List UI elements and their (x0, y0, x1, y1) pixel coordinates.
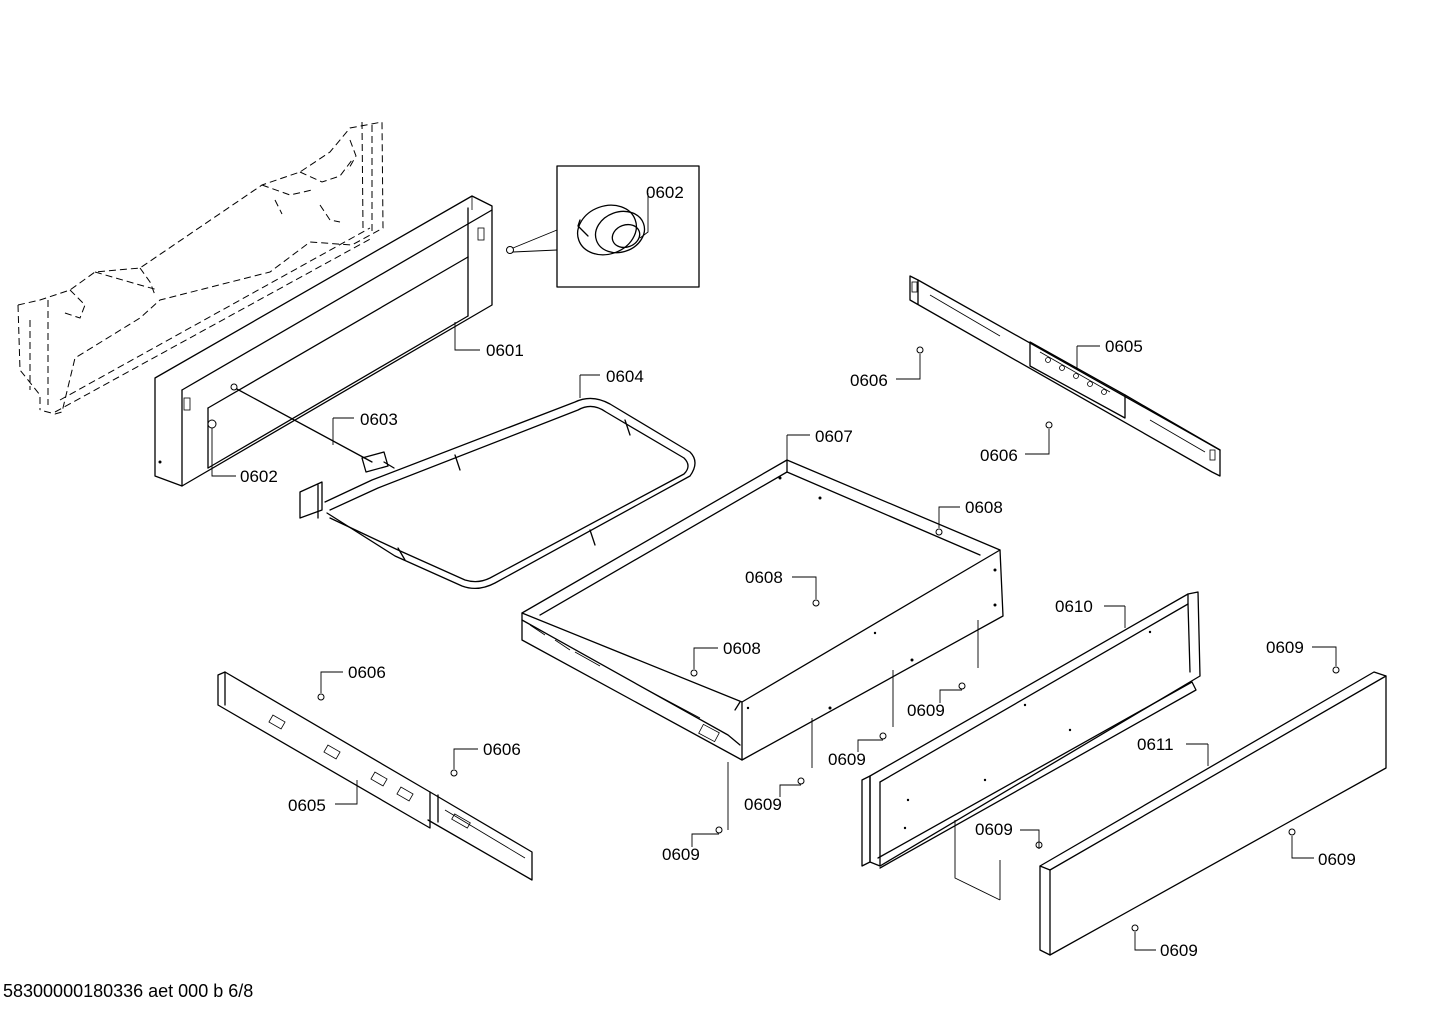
label-0609-c: 0609 (744, 795, 782, 814)
screw-0608-c (690, 669, 698, 677)
left-telescopic-rail (217, 671, 533, 881)
screw-0609-d (715, 826, 723, 834)
leader-lines (211, 193, 1337, 951)
screw-0609-e (1332, 666, 1340, 674)
label-0606-left-a: 0606 (348, 663, 386, 682)
label-0608-c: 0608 (723, 639, 761, 658)
knob-detail-box (556, 165, 700, 288)
screw-0608-a (935, 528, 943, 536)
label-0609-b: 0609 (828, 750, 866, 769)
sensor-rod-part (230, 383, 395, 473)
screw-0609-c (797, 777, 805, 785)
screw-0609-a (958, 682, 966, 690)
frame-screw (207, 419, 217, 429)
part-labels: 0602 0601 0603 0602 0604 0605 0606 0606 … (240, 183, 1356, 960)
knob-screw-detail-leader (506, 229, 558, 254)
screw-0606-left-b (450, 769, 458, 777)
screw-0606-right-a (916, 346, 924, 354)
screw-0606-right-b (1045, 421, 1053, 429)
label-0605-right: 0605 (1105, 337, 1143, 356)
screw-0606-left-a (317, 693, 325, 701)
screw-0609-g (1288, 828, 1296, 836)
label-0608-a: 0608 (965, 498, 1003, 517)
front-panel-part (1039, 671, 1387, 956)
right-telescopic-rail (909, 275, 1221, 477)
label-0609-a: 0609 (907, 701, 945, 720)
screw-0609-h (1131, 924, 1139, 932)
trim-panel-part (861, 591, 1201, 901)
label-0609-d: 0609 (662, 845, 700, 864)
label-0607: 0607 (815, 427, 853, 446)
label-0609-e: 0609 (1266, 638, 1304, 657)
label-0609-h: 0609 (1160, 941, 1198, 960)
drawing-footer-id: 58300000180336 aet 000 b 6/8 (3, 981, 254, 1001)
screw-0609-b (879, 732, 887, 740)
label-0605-left: 0605 (288, 796, 326, 815)
label-0609-g: 0609 (1318, 850, 1356, 869)
label-0602-frame: 0602 (240, 467, 278, 486)
label-0606-right-a: 0606 (850, 371, 888, 390)
oven-body-outline (17, 121, 384, 415)
label-0604: 0604 (606, 367, 644, 386)
label-0601: 0601 (486, 341, 524, 360)
heating-element-part (299, 397, 696, 590)
label-0610: 0610 (1055, 597, 1093, 616)
label-0606-right-b: 0606 (980, 446, 1018, 465)
label-0602-detail: 0602 (646, 183, 684, 202)
screw-0608-b (812, 599, 820, 607)
label-0611: 0611 (1137, 735, 1174, 754)
label-0609-f: 0609 (975, 820, 1013, 839)
drawer-box-part (521, 459, 1004, 830)
label-0608-b: 0608 (745, 568, 783, 587)
screws (317, 346, 1340, 932)
front-frame-part (154, 195, 493, 487)
label-0603: 0603 (360, 410, 398, 429)
label-0606-left-b: 0606 (483, 740, 521, 759)
